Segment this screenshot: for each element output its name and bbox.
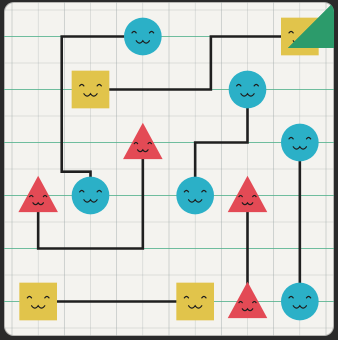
circle-1-token[interactable] <box>124 18 162 56</box>
triangle-shape <box>123 123 163 159</box>
circle-shape <box>281 124 319 162</box>
circle-5-token[interactable] <box>176 177 214 215</box>
circle-shape <box>281 283 319 321</box>
circle-shape <box>176 177 214 215</box>
triangle-shape <box>18 176 58 212</box>
square-shape <box>72 71 110 109</box>
square-shape <box>281 18 319 56</box>
circle-6-token[interactable] <box>281 283 319 321</box>
triangle-shape <box>228 282 268 318</box>
square-shape <box>176 283 214 321</box>
circle-shape <box>72 177 110 215</box>
circle-3-token[interactable] <box>281 124 319 162</box>
triangle-2-token[interactable] <box>18 176 58 212</box>
square-4-token[interactable] <box>176 283 214 321</box>
triangle-4-token[interactable] <box>228 282 268 318</box>
triangle-1-token[interactable] <box>123 123 163 159</box>
triangle-3-token[interactable] <box>228 176 268 212</box>
circle-2-token[interactable] <box>229 71 267 109</box>
square-2-token[interactable] <box>72 71 110 109</box>
puzzle-board <box>4 2 334 336</box>
square-1-token[interactable] <box>281 18 319 56</box>
puzzle-grid <box>4 2 334 336</box>
circle-4-token[interactable] <box>72 177 110 215</box>
circle-shape <box>229 71 267 109</box>
triangle-shape <box>228 176 268 212</box>
circle-shape <box>124 18 162 56</box>
square-3-token[interactable] <box>19 283 57 321</box>
square-shape <box>19 283 57 321</box>
